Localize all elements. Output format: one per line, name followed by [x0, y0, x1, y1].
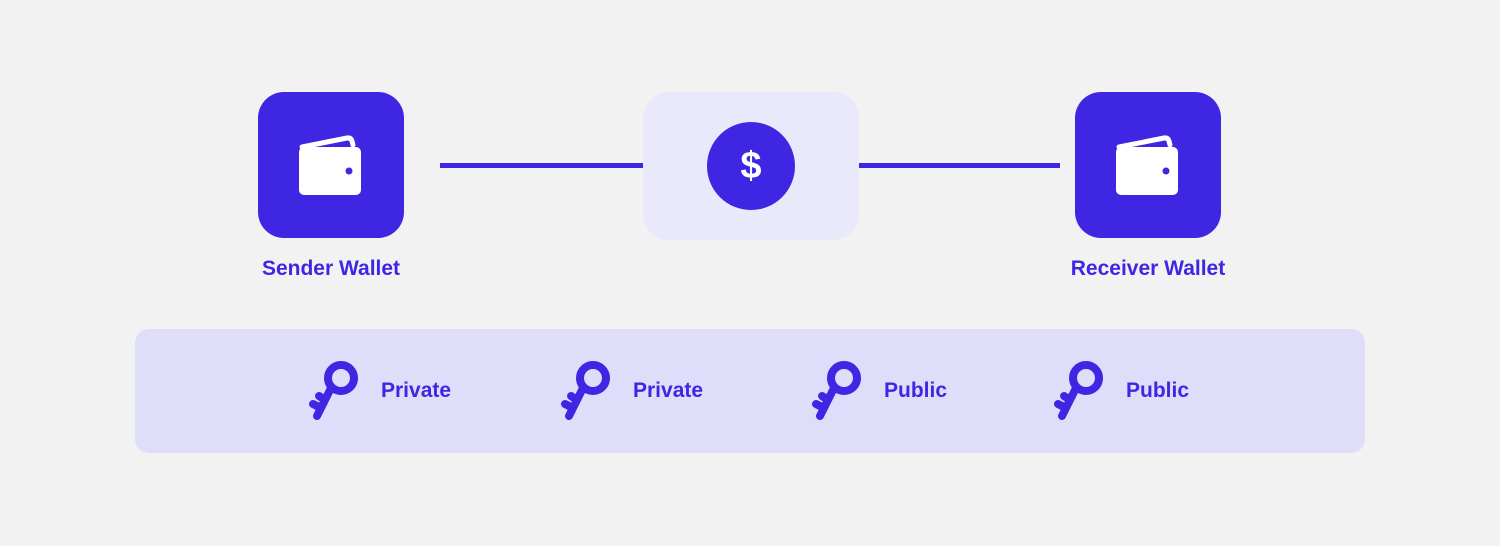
key-label: Public — [884, 379, 948, 402]
key-item: Public — [1052, 361, 1189, 421]
coin-circle: $ — [707, 122, 795, 210]
wallet-icon — [299, 135, 361, 195]
sender-wallet-box — [258, 92, 404, 238]
connector-line-right — [856, 163, 1060, 168]
key-label: Private — [633, 379, 704, 402]
receiver-wallet-box — [1075, 92, 1221, 238]
wallet-icon — [1116, 135, 1178, 195]
key-item: Private — [559, 361, 703, 421]
key-label: Private — [381, 379, 452, 402]
dollar-icon: $ — [740, 145, 761, 187]
key-icon — [1054, 361, 1103, 420]
key-item: Public — [810, 361, 947, 421]
key-label: Public — [1126, 379, 1190, 402]
key-item: Private — [307, 361, 451, 421]
transaction-panel: $ — [643, 92, 859, 240]
sender-wallet-label: Sender Wallet — [261, 257, 401, 280]
receiver-wallet-label: Receiver Wallet — [1070, 257, 1226, 280]
key-icon — [812, 361, 861, 420]
connector-line-left — [440, 163, 645, 168]
key-icon — [309, 361, 358, 420]
keys-panel: Private Private Public Public — [135, 329, 1365, 453]
key-icon — [561, 361, 610, 420]
dollar-symbol: $ — [740, 145, 761, 187]
